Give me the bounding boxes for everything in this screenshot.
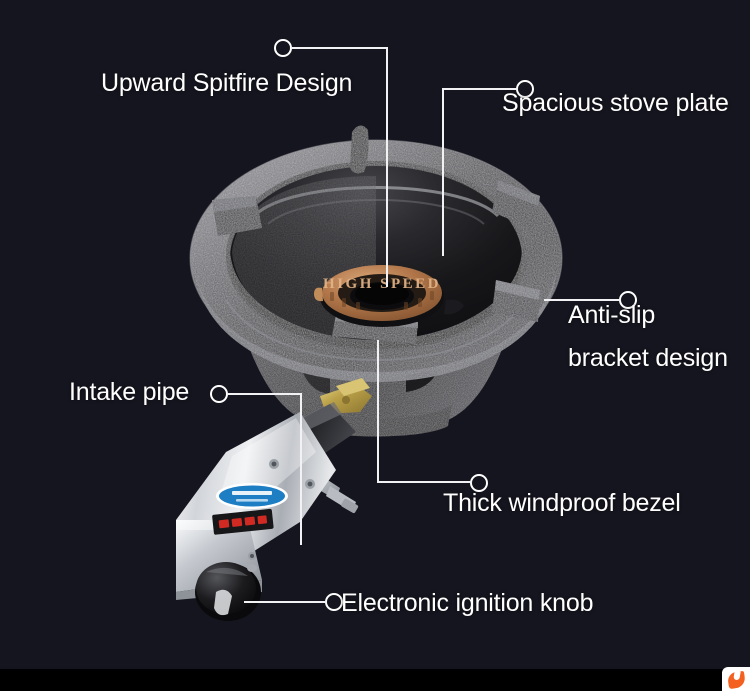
ignition-knob[interactable] bbox=[195, 562, 261, 621]
callout-marker-upward-spitfire-design[interactable] bbox=[274, 39, 292, 57]
igniter-electrode bbox=[444, 299, 464, 315]
callout-marker-thick-windproof-bezel[interactable] bbox=[470, 474, 488, 492]
callout-leader-thick-windproof-bezel-h bbox=[377, 481, 472, 483]
label-strip bbox=[212, 508, 274, 535]
callout-label-electronic-ignition-knob: Electronic ignition knob bbox=[341, 589, 594, 617]
callout-leader-intake-pipe-h bbox=[228, 393, 302, 395]
callout-label-thick-windproof-bezel: Thick windproof bezel bbox=[443, 489, 681, 517]
callout-label-anti-slip-line-1: Anti-slip bbox=[568, 301, 656, 329]
valve-assembly bbox=[176, 378, 372, 621]
callout-leader-electronic-ignition-knob-h bbox=[244, 601, 327, 603]
callout-leader-anti-slip-bracket-design-h bbox=[544, 299, 621, 301]
callout-leader-upward-spitfire-design-v bbox=[386, 47, 388, 287]
callout-label-anti-slip-line-2: bracket design bbox=[568, 344, 728, 372]
callout-leader-spacious-stove-plate-h bbox=[442, 88, 518, 90]
callout-leader-thick-windproof-bezel-v bbox=[377, 340, 379, 482]
callout-leader-upward-spitfire-design-h bbox=[292, 47, 388, 49]
brass-ring-text: HIGH SPEED bbox=[323, 276, 441, 292]
orange-badge-watermark-icon bbox=[722, 667, 750, 691]
callout-marker-intake-pipe[interactable] bbox=[210, 385, 228, 403]
callout-leader-spacious-stove-plate-v bbox=[442, 88, 444, 256]
callout-label-upward-spitfire-design: Upward Spitfire Design bbox=[101, 69, 353, 97]
windproof-bezel bbox=[196, 272, 556, 382]
brass-burner-head: HIGH SPEED bbox=[314, 265, 444, 327]
callout-label-intake-pipe: Intake pipe bbox=[69, 378, 190, 406]
callout-label-anti-slip-bracket-design: Anti-slip bracket design bbox=[568, 300, 748, 374]
bottom-black-bar bbox=[0, 669, 750, 691]
callout-label-spacious-stove-plate: Spacious stove plate bbox=[502, 89, 729, 117]
callout-leader-intake-pipe-v bbox=[300, 393, 302, 545]
brand-sticker bbox=[216, 483, 288, 509]
